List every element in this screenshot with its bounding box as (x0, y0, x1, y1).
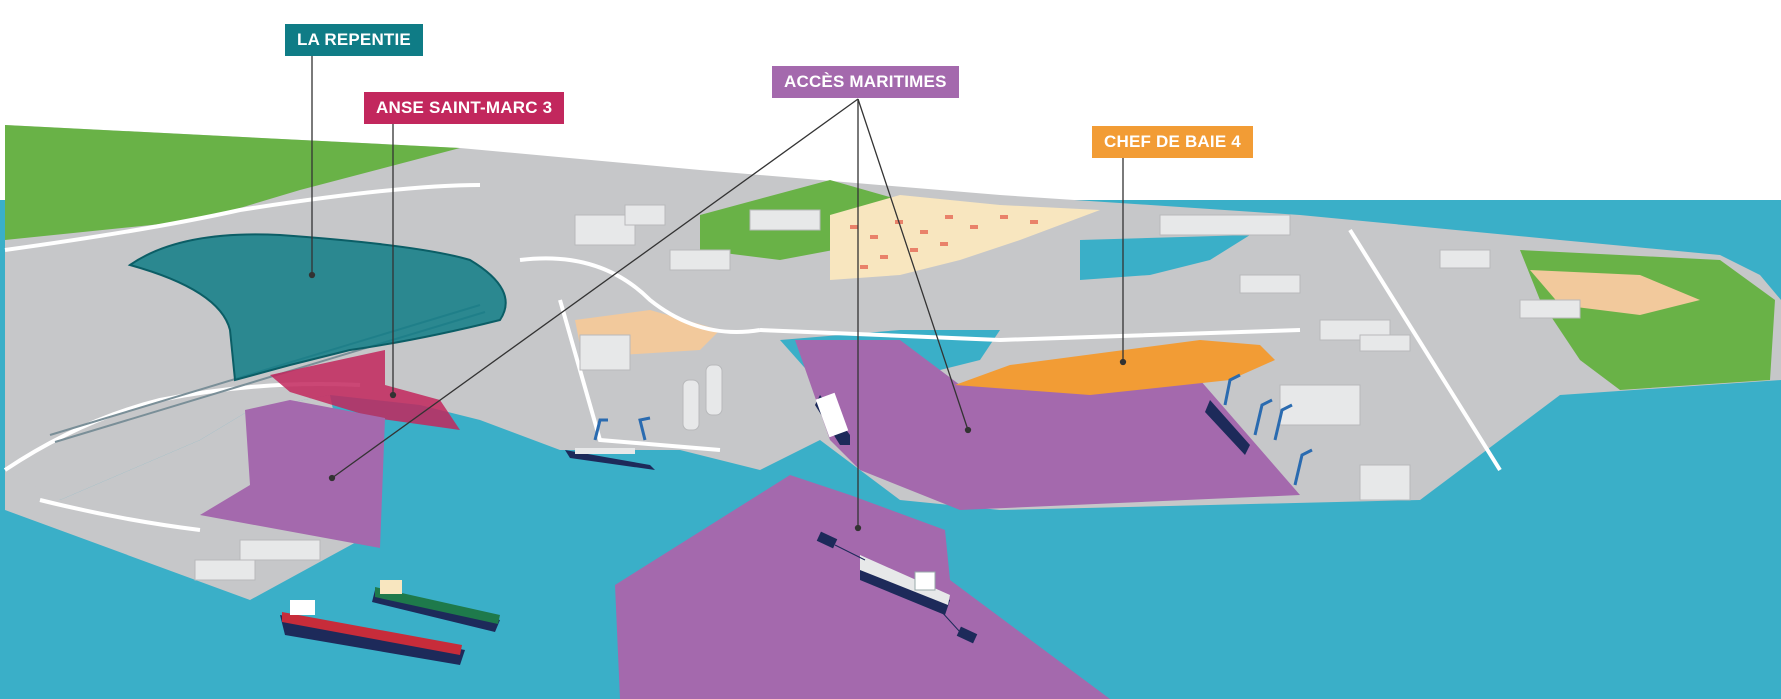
tugboat-icon (956, 626, 978, 644)
building-icon (1159, 214, 1291, 236)
crane-icon (1273, 403, 1293, 441)
ship-icon (372, 580, 500, 632)
silos (682, 364, 723, 431)
building-icon (1279, 384, 1361, 426)
building-icon (1519, 299, 1581, 319)
crane-icon (638, 416, 651, 441)
tugboat-icon (816, 531, 838, 549)
building-icon (1439, 249, 1491, 269)
building-icon (1239, 274, 1301, 294)
building-icon (1359, 334, 1411, 352)
building-icon (579, 334, 631, 371)
label-la-repentie: LA REPENTIE (285, 24, 423, 56)
tow-lines (834, 544, 961, 633)
label-anse-saint-marc-3: ANSE SAINT-MARC 3 (364, 92, 565, 124)
zone-anse-saint-marc-3 (270, 350, 460, 430)
ship-icon (815, 392, 850, 445)
label-chef-de-baie-4: CHEF DE BAIE 4 (1092, 126, 1253, 158)
building-icon (624, 204, 666, 226)
ship-icon (565, 448, 655, 470)
ship-icon (280, 600, 465, 665)
ship-icon (860, 555, 950, 615)
crane-icon (1293, 448, 1313, 486)
ship-icon (1205, 400, 1250, 455)
green-zone-north-west (5, 125, 460, 240)
label-acces-maritimes: ACCÈS MARITIMES (772, 66, 959, 98)
zone-acces-maritimes-center (615, 475, 1110, 699)
building-icon (669, 249, 731, 271)
roads (3, 183, 1502, 532)
zone-la-repentie (127, 233, 507, 382)
crane-icon (1223, 373, 1241, 406)
zone-acces-maritimes-west (200, 400, 385, 548)
crane-icon (593, 418, 608, 441)
buildings (194, 204, 1581, 581)
building-icon (1359, 464, 1411, 501)
crane-icon (1253, 398, 1273, 436)
zone-chef-de-baie-4 (955, 340, 1275, 395)
building-icon (749, 209, 821, 231)
building-icon (239, 539, 321, 561)
leader-lines (308, 50, 1127, 532)
ships (280, 392, 1250, 665)
building-icon (194, 559, 256, 581)
cranes (593, 373, 1313, 486)
